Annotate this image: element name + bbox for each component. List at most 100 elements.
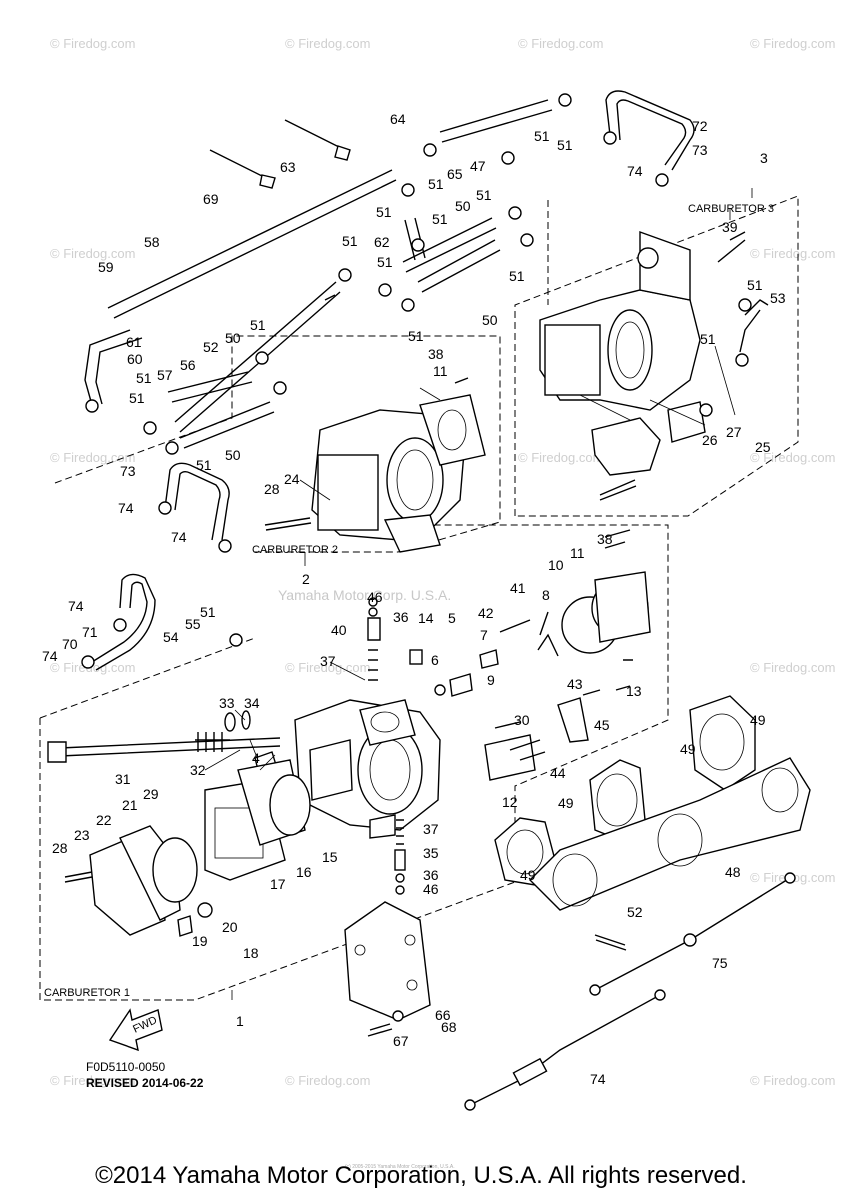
carburetor-1-label: CARBURETOR 1	[44, 987, 130, 999]
callout-49: 49	[750, 712, 766, 728]
callout-61: 60	[127, 351, 143, 367]
callout-74: 74	[68, 598, 84, 614]
callout-50: 50	[455, 198, 471, 214]
callout-51: 51	[342, 233, 358, 249]
callout-47: 47	[470, 158, 486, 174]
callout-9: 9	[487, 672, 495, 688]
callout-24: 24	[284, 471, 300, 487]
copyright-notice: ©2014 Yamaha Motor Corporation, U.S.A. A…	[95, 1162, 747, 1189]
callout-48: 48	[725, 864, 741, 880]
callout-51: 51	[377, 254, 393, 270]
watermark: © Firedog.com	[750, 1073, 835, 1088]
callout-51: 51	[509, 268, 525, 284]
callout-51: 51	[376, 204, 392, 220]
watermark: © Firedog.com	[750, 660, 835, 675]
callout-2: 2	[302, 571, 310, 587]
carburetor-3	[539, 231, 769, 501]
callout-74: 73	[692, 142, 708, 158]
callout-3: 3	[760, 150, 768, 166]
bracket-67	[344, 901, 431, 1037]
callout-33: 33	[219, 695, 235, 711]
callout-23: 23	[74, 827, 90, 843]
callout-49: 49	[520, 867, 536, 883]
callout-12: 12	[502, 794, 518, 810]
callout-51: 51	[534, 128, 550, 144]
callout-26: 26	[702, 432, 718, 448]
callout-15: 15	[322, 849, 338, 865]
callout-49: 49	[558, 795, 574, 811]
callout-46: 46	[367, 589, 383, 605]
callout-52: 51	[432, 211, 448, 227]
callout-62: 61	[126, 334, 142, 350]
watermark: © Firedog.com	[285, 660, 370, 675]
callout-14: 14	[418, 610, 434, 626]
callout-74: 74	[42, 648, 58, 664]
watermark: © Firedog.com	[518, 450, 603, 465]
carburetor-1	[47, 699, 441, 839]
callout-74: 74	[627, 163, 643, 179]
callout-67: 66	[435, 1007, 451, 1023]
callout-53: 52	[627, 904, 643, 920]
callout-76: 75	[712, 955, 728, 971]
callout-38: 38	[597, 531, 613, 547]
callout-11: 11	[570, 545, 585, 561]
watermark: © Firedog.com	[750, 36, 835, 51]
callout-66: 65	[447, 166, 463, 182]
callout-51: 51	[129, 390, 145, 406]
callout-74: 74	[171, 529, 187, 545]
callout-10: 10	[548, 557, 564, 573]
watermark: © Firedog.com	[50, 450, 135, 465]
callout-54: 53	[770, 290, 786, 306]
callout-39: 39	[722, 219, 738, 235]
callout-56: 55	[185, 616, 201, 632]
linkage-rods	[464, 872, 796, 1111]
carburetor-3-label: CARBURETOR 3	[688, 203, 774, 215]
callout-57: 56	[180, 357, 196, 373]
callout-35: 35	[423, 845, 439, 861]
fine-print: (c) 2005-2015 Yamaha Motor Corporation, …	[345, 1164, 455, 1170]
center-watermark: Yamaha Motor Corp. U.S.A.	[278, 587, 451, 603]
watermark: © Firedog.com	[50, 36, 135, 51]
callout-22: 22	[96, 812, 112, 828]
callout-51: 51	[200, 604, 216, 620]
watermark: © Firedog.com	[50, 660, 135, 675]
callout-63: 62	[374, 234, 390, 250]
callout-50: 50	[225, 330, 241, 346]
watermark: © Firedog.com	[518, 36, 603, 51]
callout-17: 17	[270, 876, 286, 892]
callout-50: 50	[225, 447, 241, 463]
callout-51: 51	[408, 328, 424, 344]
callout-49: 49	[680, 741, 696, 757]
callout-51: 51	[747, 277, 763, 293]
callout-13: 13	[626, 683, 642, 699]
u-hose-top	[605, 90, 695, 171]
callout-51: 51	[250, 317, 266, 333]
callout-71: 70	[62, 636, 78, 652]
watermark: © Firedog.com	[50, 1073, 135, 1088]
diagram-code: F0D5110-0050	[86, 1060, 165, 1074]
leader-lines	[204, 188, 753, 1000]
callout-65: 64	[390, 111, 406, 127]
callout-40: 40	[331, 622, 347, 638]
callout-74: 74	[118, 500, 134, 516]
watermark: © Firedog.com	[750, 246, 835, 261]
carburetor-2-label: CARBURETOR 2	[252, 544, 338, 556]
revision-date: REVISED 2014-06-22	[86, 1076, 204, 1090]
callout-32: 32	[190, 762, 206, 778]
callout-69: 68	[441, 1019, 457, 1035]
callout-36: 36	[423, 867, 439, 883]
callout-55: 54	[163, 629, 179, 645]
callout-16: 16	[296, 864, 312, 880]
watermark: © Firedog.com	[50, 246, 135, 261]
watermark: © Firedog.com	[285, 36, 370, 51]
callout-27: 27	[726, 424, 742, 440]
callout-30: 30	[514, 712, 530, 728]
callout-51: 51	[196, 457, 212, 473]
callout-43: 43	[567, 676, 583, 692]
callout-11: 11	[433, 363, 448, 379]
callout-25: 25	[755, 439, 771, 455]
callout-42: 42	[478, 605, 494, 621]
carburetor-2	[264, 394, 486, 553]
callout-31: 31	[115, 771, 131, 787]
